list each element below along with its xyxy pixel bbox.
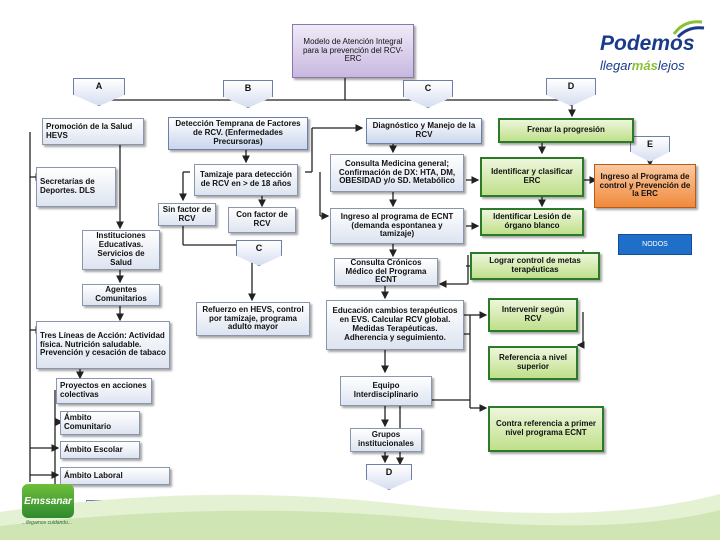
box-frenar-text: Frenar la progresión — [527, 125, 605, 135]
logo-mark-icon — [672, 20, 705, 38]
logo-word-llegar: llegar — [600, 58, 632, 73]
box-diagnostico: Diagnóstico y Manejo de la RCV — [366, 118, 482, 144]
box-lesion-text: Identificar Lesión de órgano blanco — [493, 212, 571, 230]
box-secretarias-text: Secretarías de Deportes. DLS — [40, 177, 96, 195]
box-sin-factor: Sin factor de RCV — [158, 203, 216, 226]
box-intervenir: Intervenir según RCV — [488, 298, 578, 332]
box-agentes: Agentes Comunitarios — [82, 284, 160, 306]
logo-line2: llegarmáslejos — [600, 58, 685, 73]
box-identificar: Identificar y clasificar ERC — [480, 157, 584, 197]
box-ambito-laboral: Ámbito Laboral — [60, 467, 170, 485]
model-title: Modelo de Atención Integral para la prev… — [302, 36, 404, 64]
box-refuerzo: Refuerzo en HEVS, control por tamizaje, … — [196, 302, 310, 336]
box-grupos-text: Grupos institucionales — [357, 430, 414, 448]
model-title-box: Modelo de Atención Integral para la prev… — [292, 24, 414, 78]
box-deteccion: Detección Temprana de Factores de RCV. (… — [168, 117, 308, 150]
box-grupos: Grupos institucionales — [350, 428, 422, 452]
node-d-label: D — [567, 81, 575, 91]
box-ingreso-programa-text: Ingreso al Programa de control y Prevenc… — [599, 171, 691, 199]
box-contra-referencia-text: Contra referencia a primer nivel program… — [495, 419, 597, 437]
box-con-factor: Con factor de RCV — [228, 207, 296, 233]
node-d-secondary-label: D — [385, 467, 393, 477]
node-b-label: B — [244, 83, 252, 93]
box-equipo-text: Equipo Interdisciplinario — [353, 381, 419, 399]
box-tamizaje: Tamizaje para detección de RCV en > de 1… — [194, 164, 298, 196]
logo-line1: Podemos — [600, 32, 695, 55]
box-equipo: Equipo Interdisciplinario — [340, 376, 432, 406]
box-instituciones-text: Instituciones Educativas. Servicios de S… — [96, 231, 146, 267]
box-ambito-comunitario: Ámbito Comunitario — [60, 411, 140, 435]
bottom-wave-decoration — [0, 494, 720, 540]
box-consulta-cronicos-text: Consulta Crónicos Médico del Programa EC… — [345, 257, 427, 285]
box-consulta-cronicos: Consulta Crónicos Médico del Programa EC… — [334, 258, 438, 286]
box-tamizaje-text: Tamizaje para detección de RCV en > de 1… — [200, 170, 292, 188]
box-frenar: Frenar la progresión — [498, 118, 634, 143]
node-c-secondary-label: C — [255, 243, 263, 253]
box-tres-lineas-text: Tres Líneas de Acción: Actividad física.… — [40, 330, 166, 358]
logo-word-lejos: lejos — [657, 58, 685, 73]
box-ambito-escolar-text: Ámbito Escolar — [64, 444, 123, 454]
box-control-metas-text: Lograr control de metas terapéuticas — [489, 256, 581, 274]
emssanar-tagline: ...llegamos cuidando... — [22, 520, 73, 526]
box-proyectos-text: Proyectos en acciones colectivas — [60, 381, 147, 399]
box-deteccion-text: Detección Temprana de Factores de RCV. (… — [175, 119, 301, 146]
node-c-label: C — [424, 83, 432, 93]
box-ambito-comunitario-text: Ámbito Comunitario — [64, 413, 112, 431]
box-secretarias: Secretarías de Deportes. DLS — [36, 167, 116, 207]
box-referencia: Referencia a nivel superior — [488, 346, 578, 380]
box-sin-factor-text: Sin factor de RCV — [162, 204, 212, 223]
nodos-button-label: NODOS — [642, 240, 668, 248]
box-agentes-text: Agentes Comunitarios — [95, 285, 147, 303]
box-con-factor-text: Con factor de RCV — [236, 210, 288, 228]
box-diagnostico-text: Diagnóstico y Manejo de la RCV — [372, 121, 476, 139]
box-educacion: Educación cambios terapéuticos en EVS. C… — [326, 300, 464, 350]
emssanar-logo: Emssanar ...llegamos cuidando... — [22, 484, 74, 530]
podemos-logo: Podemos llegarmáslejos — [600, 20, 710, 86]
box-contra-referencia: Contra referencia a primer nivel program… — [488, 406, 604, 452]
box-intervenir-text: Intervenir según RCV — [501, 305, 565, 323]
box-lesion: Identificar Lesión de órgano blanco — [480, 208, 584, 236]
box-identificar-text: Identificar y clasificar ERC — [491, 167, 573, 185]
nodos-button[interactable]: NODOS — [618, 234, 692, 255]
logo-word-mas: más — [631, 58, 658, 73]
box-consulta-general: Consulta Medicina general; Confirmación … — [330, 154, 464, 192]
emssanar-logo-text: Emssanar — [24, 495, 72, 507]
box-ingreso-ecnt: Ingreso al programa de ECNT (demanda esp… — [330, 208, 464, 244]
box-promocion-text: Promoción de la Salud HEVS — [46, 121, 133, 140]
emssanar-logo-badge: Emssanar — [22, 484, 74, 518]
box-promocion: Promoción de la Salud HEVS — [42, 118, 144, 145]
box-referencia-text: Referencia a nivel superior — [498, 353, 568, 371]
node-e-label: E — [646, 139, 653, 149]
box-ambito-escolar: Ámbito Escolar — [60, 441, 140, 459]
box-instituciones: Instituciones Educativas. Servicios de S… — [82, 230, 160, 270]
box-refuerzo-text: Refuerzo en HEVS, control por tamizaje, … — [202, 304, 304, 332]
box-ambito-laboral-text: Ámbito Laboral — [64, 470, 123, 480]
box-ingreso-ecnt-text: Ingreso al programa de ECNT (demanda esp… — [340, 211, 454, 239]
box-control-metas: Lograr control de metas terapéuticas — [470, 252, 600, 280]
node-a-label: A — [95, 81, 103, 91]
box-tres-lineas: Tres Líneas de Acción: Actividad física.… — [36, 321, 170, 369]
box-ingreso-programa: Ingreso al Programa de control y Prevenc… — [594, 164, 696, 208]
box-proyectos: Proyectos en acciones colectivas — [56, 378, 152, 404]
box-educacion-text: Educación cambios terapéuticos en EVS. C… — [332, 306, 458, 342]
box-consulta-general-text: Consulta Medicina general; Confirmación … — [338, 158, 456, 186]
